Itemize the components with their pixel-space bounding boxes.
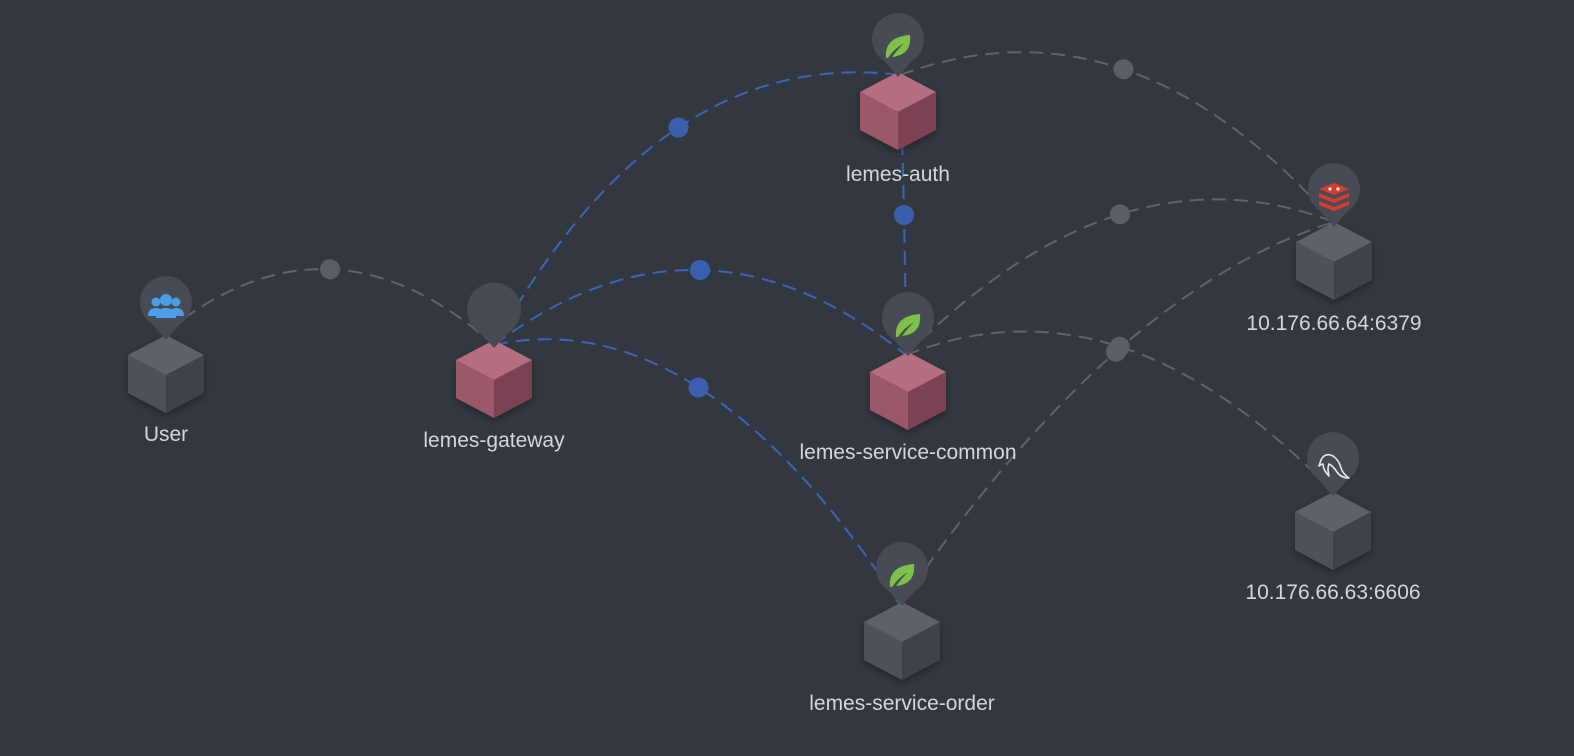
edge-gateway-auth[interactable] [493, 71, 901, 346]
node-label: lemes-service-common [799, 441, 1016, 464]
edge-common-mysql[interactable] [905, 330, 1334, 493]
node-lemes-service-common[interactable]: lemes-service-common [799, 292, 1017, 464]
edge-order-redis[interactable] [899, 221, 1335, 606]
node-label: 10.176.66.64:6379 [1246, 312, 1421, 335]
node-label: lemes-auth [846, 163, 950, 186]
nodes-layer: User lemes-gateway lemes-auth [128, 13, 1422, 715]
spring-leaf-icon [872, 13, 924, 77]
node-label: lemes-gateway [423, 429, 565, 452]
redis-icon [1308, 163, 1360, 227]
edge-dot-common-redis[interactable] [1110, 204, 1130, 225]
edge-gateway-common[interactable] [493, 268, 907, 356]
cube-icon [860, 72, 936, 150]
node-label: lemes-service-order [809, 692, 995, 715]
edge-dot-auth-common[interactable] [894, 205, 914, 225]
edge-common-redis[interactable] [905, 198, 1335, 356]
node-label: 10.176.66.63:6606 [1245, 581, 1420, 604]
edge-dot-gateway-order[interactable] [688, 377, 709, 398]
node-lemes-service-order[interactable]: lemes-service-order [809, 542, 995, 715]
edge-auth-redis[interactable] [899, 51, 1335, 223]
users-icon [140, 276, 192, 340]
empty-badge-icon [467, 282, 521, 348]
node-user[interactable]: User [128, 276, 204, 446]
edge-dot-user-gateway[interactable] [320, 259, 340, 280]
node-lemes-auth[interactable]: lemes-auth [846, 13, 950, 186]
edge-gateway-order[interactable] [493, 338, 901, 606]
cube-icon [870, 352, 946, 430]
edge-user-gateway[interactable] [165, 268, 495, 346]
cube-icon [1295, 492, 1371, 570]
spring-leaf-icon [876, 542, 928, 606]
node-lemes-gateway[interactable]: lemes-gateway [423, 282, 565, 452]
spring-leaf-icon [882, 292, 934, 356]
node-redis-10-176-66-64[interactable]: 10.176.66.64:6379 [1246, 163, 1422, 335]
edge-dot-gateway-auth[interactable] [668, 117, 689, 138]
edge-dot-gateway-common[interactable] [690, 260, 710, 280]
edges-layer [165, 51, 1335, 606]
cube-icon [864, 602, 940, 680]
node-label: User [144, 423, 188, 446]
cube-icon [456, 340, 532, 418]
edge-dot-auth-redis[interactable] [1113, 59, 1134, 80]
cube-icon [128, 335, 204, 413]
cube-icon [1296, 222, 1372, 300]
edge-dot-order-redis[interactable] [1106, 341, 1126, 362]
node-mysql-10-176-66-63[interactable]: 10.176.66.63:6606 [1245, 432, 1421, 604]
mysql-dolphin-icon [1307, 432, 1359, 496]
